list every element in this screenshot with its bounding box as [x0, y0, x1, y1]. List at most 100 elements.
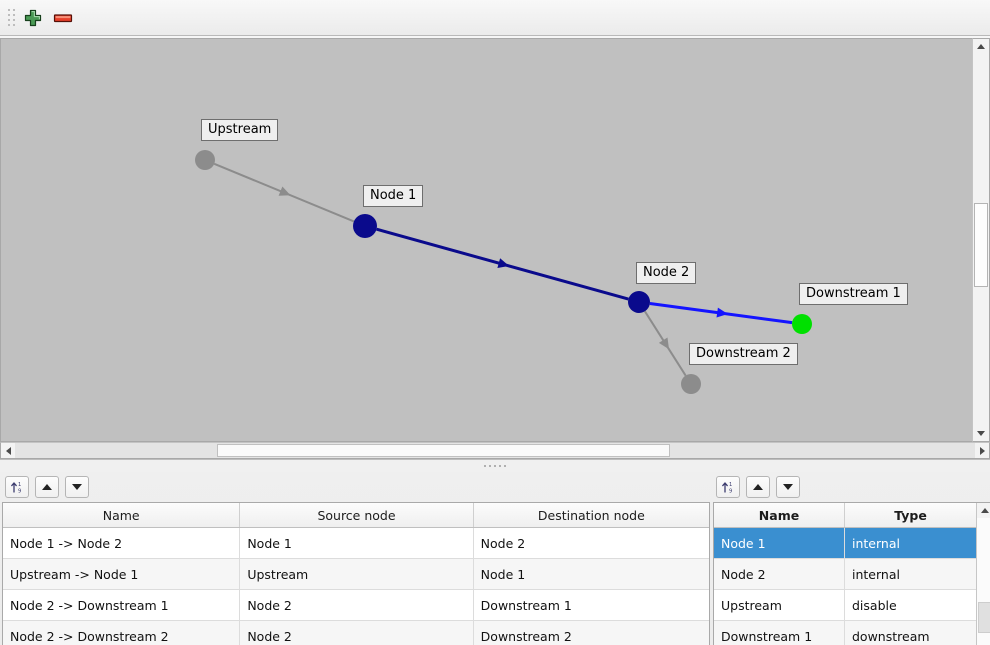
arrow-up-icon — [753, 483, 763, 490]
svg-text:1: 1 — [18, 482, 21, 488]
edges-cell-destination: Downstream 2 — [480, 628, 572, 644]
graph-node-node2[interactable] — [628, 291, 650, 313]
canvas-horizontal-scrollbar[interactable] — [0, 442, 990, 459]
canvas-vertical-scrollbar[interactable] — [972, 38, 990, 442]
table-row[interactable]: Upstream disable — [714, 590, 976, 621]
edges-cell-name: Node 1 -> Node 2 — [3, 528, 241, 558]
arrow-down-icon — [72, 483, 82, 490]
nodes-cell-type: internal — [852, 535, 900, 551]
graph-node-label-node2[interactable]: Node 2 — [636, 262, 697, 284]
edges-column-header-0[interactable]: Name — [3, 503, 241, 527]
graph-edge-arrow-upstream-node1 — [278, 186, 291, 196]
nodes-cell-type: downstream — [852, 628, 930, 644]
graph-node-label-node1[interactable]: Node 1 — [363, 185, 424, 207]
nodes-cell-name: Upstream — [714, 590, 845, 620]
edges-cell-source: Node 2 — [240, 590, 474, 620]
nodes-move-down-button[interactable] — [776, 475, 800, 498]
nodes-cell-name: Downstream 1 — [714, 621, 845, 645]
graph-node-label-downstream1[interactable]: Downstream 1 — [799, 283, 908, 305]
edges-cell-name: Node 2 -> Downstream 2 — [3, 621, 241, 645]
nodes-cell-name: Node 1 — [714, 528, 845, 558]
svg-text:9: 9 — [729, 488, 732, 494]
nodes-cell-type: internal — [852, 566, 900, 582]
graph-node-upstream[interactable] — [195, 150, 215, 170]
hscroll-thumb[interactable] — [216, 444, 670, 457]
edges-cell-source: Node 2 — [240, 621, 474, 645]
plus-icon — [24, 9, 42, 26]
edges-column-header-1[interactable]: Source node — [240, 503, 474, 527]
nodes-vscroll-track[interactable] — [977, 518, 990, 645]
toolbar-drag-handle[interactable] — [4, 7, 14, 29]
pane-splitter[interactable] — [0, 459, 990, 472]
nodes-column-header-0[interactable]: Name — [714, 503, 845, 527]
scroll-right-arrow[interactable] — [975, 443, 989, 458]
nodes-table-header: Name Type — [714, 503, 976, 528]
edges-cell-name: Node 2 -> Downstream 1 — [3, 590, 241, 620]
arrow-down-icon — [783, 483, 793, 490]
edges-column-header-2[interactable]: Destination node — [537, 507, 645, 523]
sort-icon: 1 9 — [722, 482, 732, 494]
splitter-grip — [484, 465, 506, 467]
edges-cell-destination: Node 2 — [480, 535, 526, 551]
nodes-toolbar: 1 9 — [713, 472, 990, 502]
nodes-vscroll-thumb[interactable] — [978, 601, 990, 634]
graph-edge-arrow-node2-downstream1 — [716, 307, 728, 318]
edges-cell-destination: Node 1 — [480, 566, 526, 582]
minus-icon — [53, 13, 73, 22]
graph-node-label-downstream2[interactable]: Downstream 2 — [689, 343, 798, 365]
graph-svg — [195, 150, 812, 394]
edges-cell-source: Node 1 — [240, 528, 474, 558]
svg-text:9: 9 — [18, 488, 21, 494]
table-row[interactable]: Node 1 internal — [714, 528, 976, 559]
graph-node-node1[interactable] — [353, 214, 377, 238]
remove-node-button[interactable] — [48, 4, 78, 32]
nodes-vertical-scrollbar[interactable] — [976, 503, 990, 645]
nodes-scroll-up-arrow[interactable] — [977, 503, 990, 518]
edges-sort-button[interactable]: 1 9 — [5, 475, 29, 498]
vscroll-thumb[interactable] — [974, 202, 988, 287]
edges-move-down-button[interactable] — [65, 475, 89, 498]
main-toolbar — [0, 0, 990, 36]
hscroll-track[interactable] — [15, 443, 975, 458]
graph-node-label-upstream[interactable]: Upstream — [201, 119, 279, 141]
nodes-move-up-button[interactable] — [746, 475, 770, 498]
graph-node-downstream2[interactable] — [681, 374, 701, 394]
scroll-down-arrow[interactable] — [973, 426, 989, 441]
nodes-column-header-1[interactable]: Type — [894, 507, 927, 523]
arrow-up-icon — [42, 483, 52, 490]
graph-node-downstream1[interactable] — [792, 314, 812, 334]
vscroll-track[interactable] — [973, 54, 989, 426]
sort-icon: 1 9 — [11, 482, 21, 494]
nodes-sort-button[interactable]: 1 9 — [716, 475, 740, 498]
edges-cell-name: Upstream -> Node 1 — [3, 559, 241, 589]
graph-edge-arrow-node2-downstream2 — [658, 337, 669, 350]
scroll-left-arrow[interactable] — [1, 443, 15, 458]
edges-move-up-button[interactable] — [35, 475, 59, 498]
nodes-cell-type: disable — [852, 597, 897, 613]
scroll-up-arrow[interactable] — [973, 39, 989, 54]
table-row[interactable]: Downstream 1 downstream — [714, 621, 976, 645]
edges-toolbar: 1 9 — [2, 472, 710, 502]
edges-cell-source: Upstream — [240, 559, 474, 589]
svg-text:1: 1 — [729, 482, 732, 488]
graph-edge-arrow-node1-node2 — [497, 258, 510, 268]
add-node-button[interactable] — [18, 4, 48, 32]
